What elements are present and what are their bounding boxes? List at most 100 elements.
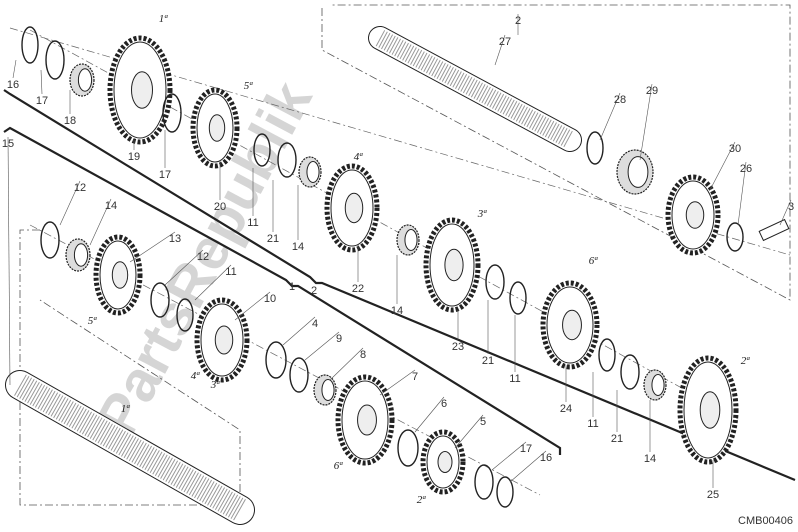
snap-ring — [150, 282, 170, 318]
part-number-label: 16 — [540, 452, 552, 464]
gear-ratio-label: 1ª — [159, 13, 169, 25]
gear-ratio-label: 5ª — [88, 315, 98, 327]
part-number-label: 22 — [352, 283, 364, 295]
gear-hub — [437, 451, 453, 473]
gear-hub — [214, 325, 234, 355]
part-number-label: 17 — [520, 443, 532, 455]
part-number-label: 12 — [74, 182, 86, 194]
labels: 1617181917201121142214232111241121142522… — [2, 13, 794, 506]
gear-ratio-label: 6ª — [589, 255, 599, 267]
part-number-label: 21 — [482, 355, 494, 367]
snap-ring — [176, 298, 194, 332]
gear-hub — [131, 71, 153, 109]
snap-ring — [45, 40, 65, 80]
lower-dashed-frame — [19, 229, 241, 506]
part-number-label: 20 — [214, 201, 226, 213]
part-number-label: 14 — [644, 453, 656, 465]
gear-ratio-label: 5ª — [244, 80, 254, 92]
part-number-label: 17 — [36, 95, 48, 107]
part-number-label: 15 — [2, 138, 14, 150]
part-number-label: 10 — [264, 293, 276, 305]
secondary-shaft-fill — [369, 27, 581, 151]
part-number-label: 16 — [7, 79, 19, 91]
part-number-label: 26 — [740, 163, 752, 175]
part-number-label: 3 — [788, 201, 794, 213]
snap-ring — [162, 93, 182, 133]
part-number-label: 11 — [225, 266, 236, 278]
gear-hub — [699, 391, 721, 429]
bolt — [758, 218, 790, 242]
gear-ratio-label: 4ª — [191, 370, 201, 382]
snap-ring — [253, 133, 271, 167]
leader-line — [304, 331, 340, 361]
leader-line — [282, 316, 316, 346]
part-number-label: 24 — [560, 403, 572, 415]
snap-ring — [289, 357, 309, 393]
leader-line — [494, 34, 506, 66]
leader-line — [414, 396, 445, 433]
gear-ratio-label: 3ª — [477, 208, 488, 220]
part-number-label: 14 — [292, 241, 304, 253]
shaft-divider-upper — [3, 89, 796, 482]
leader-line — [129, 231, 176, 263]
leader-line — [779, 199, 792, 226]
leader-line — [599, 92, 621, 141]
leader-line — [164, 249, 204, 286]
parts — [5, 26, 790, 525]
part-number-label: 29 — [646, 85, 658, 97]
gear-hub — [685, 201, 705, 229]
leader-line — [59, 180, 81, 226]
snap-ring — [726, 222, 744, 252]
part-number-label: 17 — [159, 169, 171, 181]
part-number-label: 11 — [247, 217, 258, 229]
snap-ring — [485, 264, 505, 300]
part-number-label: 12 — [197, 251, 209, 263]
snap-ring — [21, 26, 39, 64]
part-number-label: 13 — [169, 233, 181, 245]
leader-line — [639, 83, 653, 161]
needle-bearing-bore — [627, 156, 649, 188]
gear-hub — [344, 192, 364, 224]
snap-ring — [496, 476, 514, 508]
gear-ratio-label: 2ª — [741, 355, 751, 367]
shaft-group-label: 1 — [289, 281, 295, 293]
part-number-label: 30 — [729, 143, 741, 155]
gear-ratio-label: 2ª — [417, 494, 427, 506]
needle-bearing-bore — [73, 243, 89, 267]
part-number-label: 6 — [441, 398, 447, 410]
primary-shaft-splines — [14, 374, 246, 521]
needle-bearing-bore — [404, 229, 418, 251]
part-number-label: 28 — [614, 94, 626, 106]
leader-line — [194, 264, 232, 301]
snap-ring — [474, 464, 494, 500]
leader-line — [379, 369, 416, 396]
leader-line — [491, 441, 527, 471]
snap-ring — [265, 341, 287, 379]
leader-line — [737, 161, 747, 226]
gear-hub — [111, 261, 129, 289]
part-number-label: 2 — [515, 15, 521, 27]
leader-line — [329, 347, 364, 381]
part-number-label: 27 — [499, 36, 511, 48]
leader-line — [40, 69, 43, 95]
part-number-label: 21 — [267, 233, 279, 245]
part-number-label: 19 — [128, 151, 140, 163]
snap-ring — [509, 281, 527, 315]
snap-ring — [277, 142, 297, 178]
part-number-label: 23 — [452, 341, 464, 353]
gear-ratio-label: 6ª — [334, 460, 344, 472]
part-number-label: 9 — [336, 333, 342, 345]
gear-ratio-label: 4ª — [354, 151, 364, 163]
snap-ring — [586, 131, 604, 165]
leader-line — [234, 291, 271, 321]
snap-ring — [620, 354, 640, 390]
part-number-label: 18 — [64, 115, 76, 127]
snap-ring — [397, 429, 419, 467]
leader-line — [12, 59, 17, 79]
gear-hub — [562, 309, 582, 341]
part-number-label: 8 — [360, 349, 366, 361]
shaft-divider-lower — [3, 126, 562, 455]
gear-hub — [444, 248, 464, 282]
snap-ring — [40, 221, 60, 259]
